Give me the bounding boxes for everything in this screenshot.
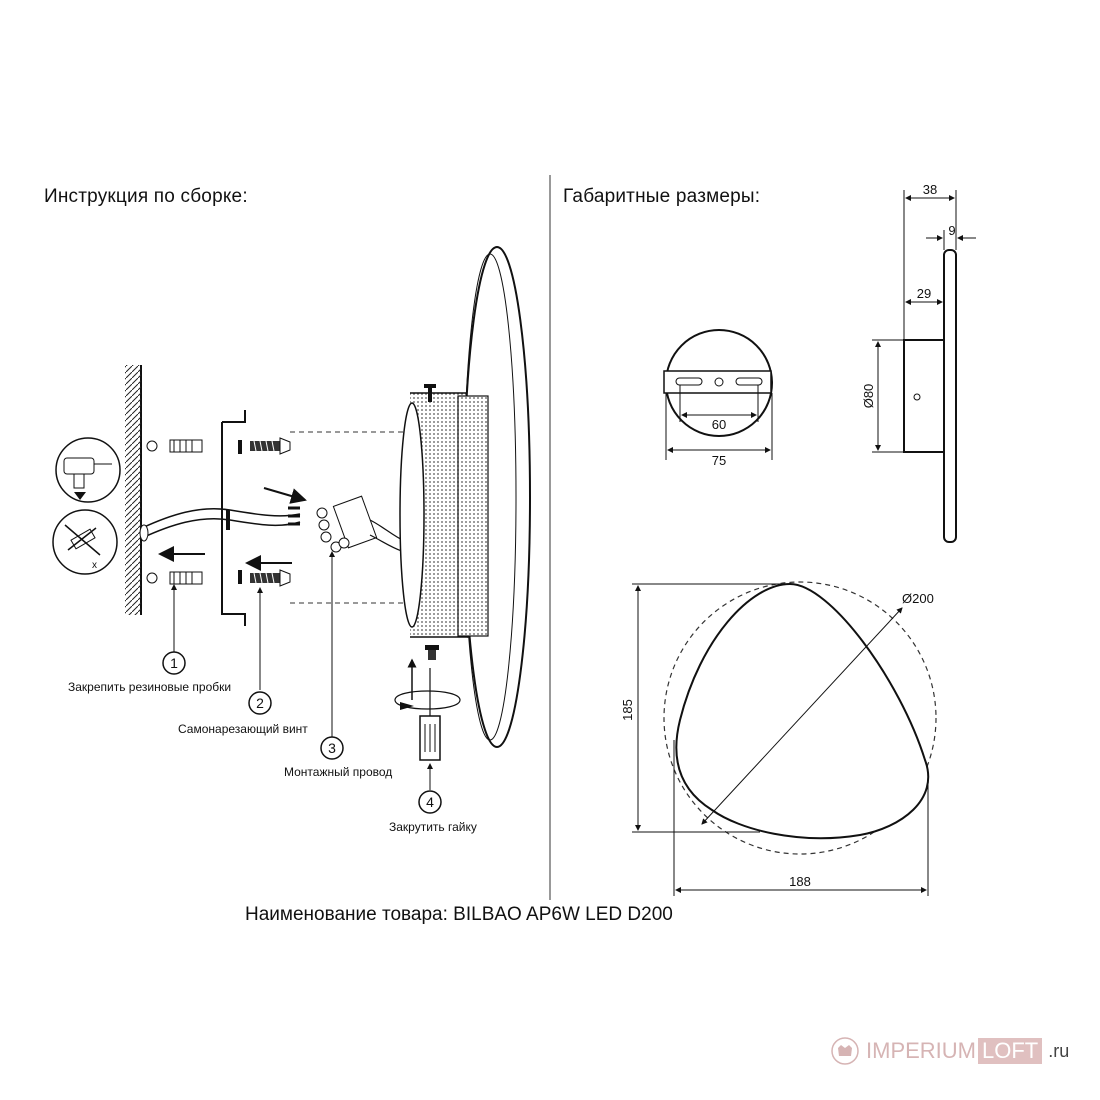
step-4-caption: Закрутить гайку [389, 820, 477, 834]
screw-top [250, 437, 291, 455]
step-2-caption: Самонарезающий винт [178, 722, 308, 736]
wall-hole-top [146, 440, 158, 452]
svg-text:185: 185 [620, 699, 635, 721]
step-circle-4: 4 [418, 790, 442, 814]
dimensions-heading: Габаритные размеры: [563, 186, 761, 207]
product-name: Наименование товара: BILBAO AP6W LED D20… [245, 904, 673, 925]
svg-text:1: 1 [170, 655, 178, 671]
svg-text:29: 29 [917, 286, 931, 301]
svg-text:Ø200: Ø200 [902, 591, 934, 606]
svg-text:3: 3 [328, 740, 336, 756]
svg-text:4: 4 [426, 794, 434, 810]
svg-text:x: x [92, 560, 97, 571]
wire-ends [288, 506, 300, 526]
logo-loft: LOFT [978, 1038, 1043, 1064]
svg-text:60: 60 [712, 417, 726, 432]
logo-imperium: IMPERIUM [866, 1038, 976, 1063]
terminal-block [316, 495, 378, 553]
step-1-caption: Закрепить резиновые пробки [68, 680, 232, 694]
svg-text:2: 2 [256, 695, 264, 711]
screw-bottom [250, 569, 291, 587]
svg-text:9: 9 [948, 223, 955, 238]
step-circle-2: 2 [248, 691, 272, 715]
crest-icon [831, 1037, 859, 1065]
wall [125, 365, 142, 615]
mounting-bracket [221, 410, 246, 626]
svg-text:188: 188 [789, 874, 811, 889]
logo-ru: .ru [1048, 1040, 1070, 1061]
rotate-arrow [394, 690, 461, 710]
step-3-caption: Монтажный провод [284, 765, 393, 779]
svg-text:75: 75 [712, 453, 726, 468]
drill-icon [55, 437, 121, 503]
mount-plate-view: 60 75 [663, 329, 773, 468]
nut [419, 715, 441, 761]
imperiumloft-logo: IMPERIUM LOFT .ru [830, 1036, 1069, 1066]
no-tool-icon: x [52, 509, 118, 575]
top-screw [424, 384, 436, 402]
bottom-screw [425, 645, 439, 660]
front-view: Ø200 185 188 [620, 581, 937, 896]
step-circle-1: 1 [162, 651, 186, 675]
anchor-plug-top [169, 439, 203, 453]
svg-text:38: 38 [923, 182, 937, 197]
side-view: 38 9 29 Ø80 [861, 182, 976, 543]
assembly-heading: Инструкция по сборке: [44, 186, 248, 207]
arrow-right [263, 487, 307, 504]
step-circle-3: 3 [320, 736, 344, 760]
wall-hole-bottom [146, 572, 158, 584]
anchor-plug-bottom [169, 571, 203, 585]
svg-text:Ø80: Ø80 [861, 384, 876, 409]
wall-cable [141, 507, 301, 529]
